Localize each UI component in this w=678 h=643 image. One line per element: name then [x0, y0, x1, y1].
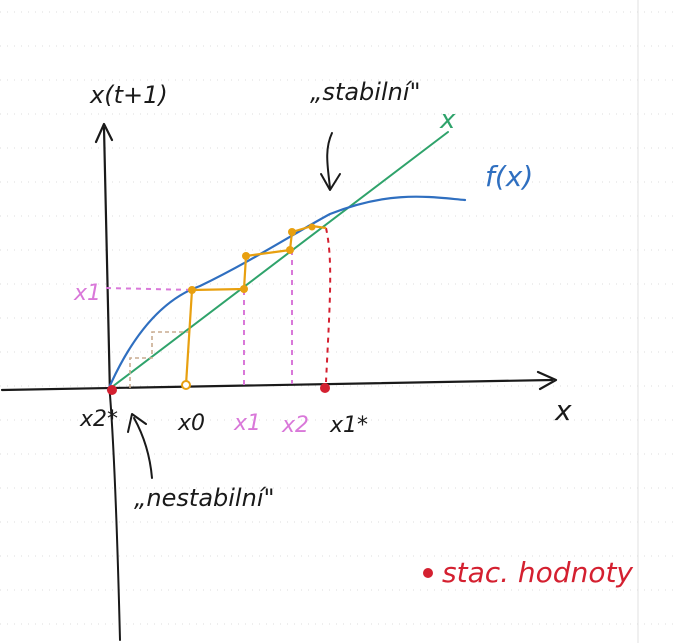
- cobweb-stable: [184, 224, 327, 386]
- x-tick-x1-star: x1*: [329, 413, 368, 438]
- guide-x1-horizontal: [105, 287, 196, 291]
- x-tick-x2: x2: [281, 413, 309, 438]
- stationary-guide: [325, 227, 332, 383]
- x-axis-label: x: [554, 394, 572, 427]
- x-tick-x2-star: x2*: [79, 407, 118, 432]
- stationary-point-origin: [107, 385, 117, 395]
- stable-arrowhead: [320, 173, 341, 191]
- x0-start-point: [181, 380, 191, 390]
- unstable-arrow: [133, 417, 153, 479]
- stable-arrow: [326, 132, 333, 189]
- x-tick-x1: x1: [233, 411, 261, 436]
- unstable-note: „nestabilní": [134, 484, 275, 512]
- axes: [0, 122, 558, 641]
- unstable-arrowhead: [127, 413, 147, 433]
- cobweb-unstable: [129, 331, 192, 388]
- cobweb-points: [188, 223, 316, 294]
- guide-lines: [105, 250, 293, 386]
- x-axis: [0, 378, 554, 392]
- identity-label: x: [439, 105, 456, 135]
- y-axis: [102, 126, 112, 397]
- annotation-arrows: [127, 132, 341, 479]
- stable-note: „stabilní": [310, 78, 421, 106]
- x-axis-arrowhead: [536, 370, 558, 391]
- stationary-point-x1-star: [320, 383, 330, 393]
- y-axis-label: x(t+1): [89, 81, 168, 109]
- map-curve-label: f(x): [485, 160, 533, 193]
- y-axis-lower: [109, 394, 121, 641]
- legend-dot: [423, 568, 433, 578]
- x-tick-x0: x0: [177, 411, 205, 436]
- legend-text: stac. hodnoty: [442, 556, 633, 589]
- y-tick-x1: x1: [73, 281, 101, 306]
- identity-line: [107, 131, 449, 391]
- map-curve: [106, 195, 467, 392]
- y-axis-arrowhead: [94, 122, 114, 144]
